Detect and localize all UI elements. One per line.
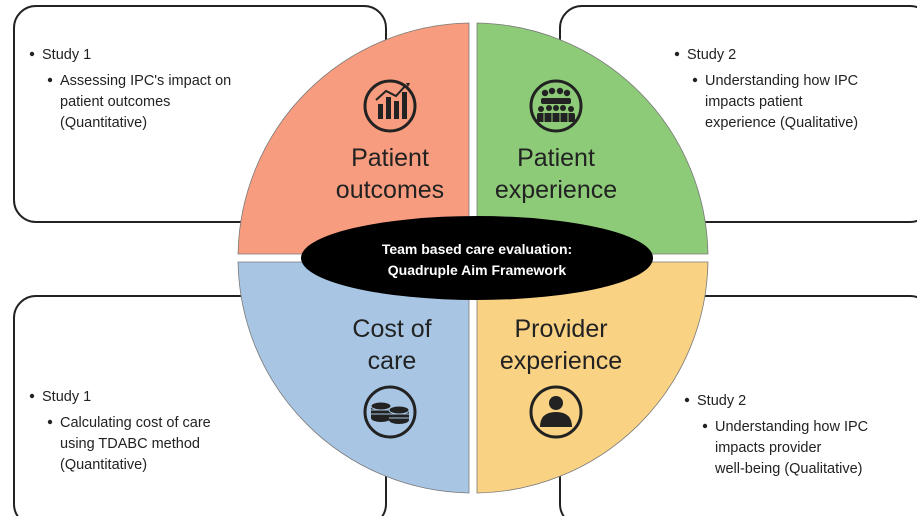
- quadrant-patient-outcomes: [237, 22, 470, 255]
- quadrant-title-patient-outcomes-2: outcomes: [336, 176, 444, 204]
- box-bottom-left-line-2: using TDABC method: [60, 436, 200, 452]
- box-bottom-right-line-3: well-being (Qualitative): [714, 461, 862, 477]
- box-bottom-right-bullet: Study 2: [697, 393, 746, 409]
- quadrant-patient-experience: [476, 22, 709, 255]
- quadrant-title-patient-experience-1: Patient: [517, 144, 595, 172]
- quadrant-title-cost-of-care-1: Cost of: [352, 315, 431, 343]
- quadrant-cost-of-care: [237, 261, 470, 494]
- box-bottom-left-bullet: Study 1: [42, 389, 91, 405]
- quadrant-title-patient-outcomes-1: Patient: [351, 144, 429, 172]
- group-of-people-icon: [529, 79, 583, 133]
- center-label-line-2: Quadruple Aim Framework: [388, 262, 567, 278]
- quadrant-title-provider-experience-1: Provider: [514, 315, 607, 343]
- box-top-left-line-3: (Quantitative): [60, 115, 147, 131]
- box-bottom-left-text: Study 1 Calculating cost of care using T…: [29, 389, 211, 473]
- box-bottom-left-line-3: (Quantitative): [60, 457, 147, 473]
- box-top-right-line-2: impacts patient: [705, 94, 803, 110]
- quadrant-provider-experience: [476, 261, 709, 494]
- box-bottom-right-line-1: Understanding how IPC: [715, 419, 868, 435]
- box-top-left-line-2: patient outcomes: [60, 94, 170, 110]
- center-label-line-1: Team based care evaluation:: [382, 241, 572, 257]
- box-top-left-text: Study 1 Assessing IPC's impact on patien…: [29, 47, 231, 131]
- box-top-right-bullet: Study 2: [687, 47, 736, 63]
- box-top-left-line-1: Assessing IPC's impact on: [60, 73, 231, 89]
- center-ellipse: [301, 216, 653, 300]
- box-bottom-right-text: Study 2 Understanding how IPC impacts pr…: [684, 393, 868, 477]
- coins-icon: [363, 385, 417, 439]
- person-icon: [529, 385, 583, 439]
- box-top-left-bullet: Study 1: [42, 47, 91, 63]
- box-top-right-line-3: experience (Qualitative): [705, 115, 858, 131]
- bar-chart-icon: [363, 79, 417, 133]
- box-bottom-left-line-1: Calculating cost of care: [60, 415, 211, 431]
- box-top-right-text: Study 2 Understanding how IPC impacts pa…: [674, 47, 858, 131]
- quadrant-title-cost-of-care-2: care: [368, 347, 417, 375]
- box-top-right-line-1: Understanding how IPC: [705, 73, 858, 89]
- box-bottom-right-line-2: impacts provider: [715, 440, 822, 456]
- quadrant-title-patient-experience-2: experience: [495, 176, 617, 204]
- quadrant-title-provider-experience-2: experience: [500, 347, 622, 375]
